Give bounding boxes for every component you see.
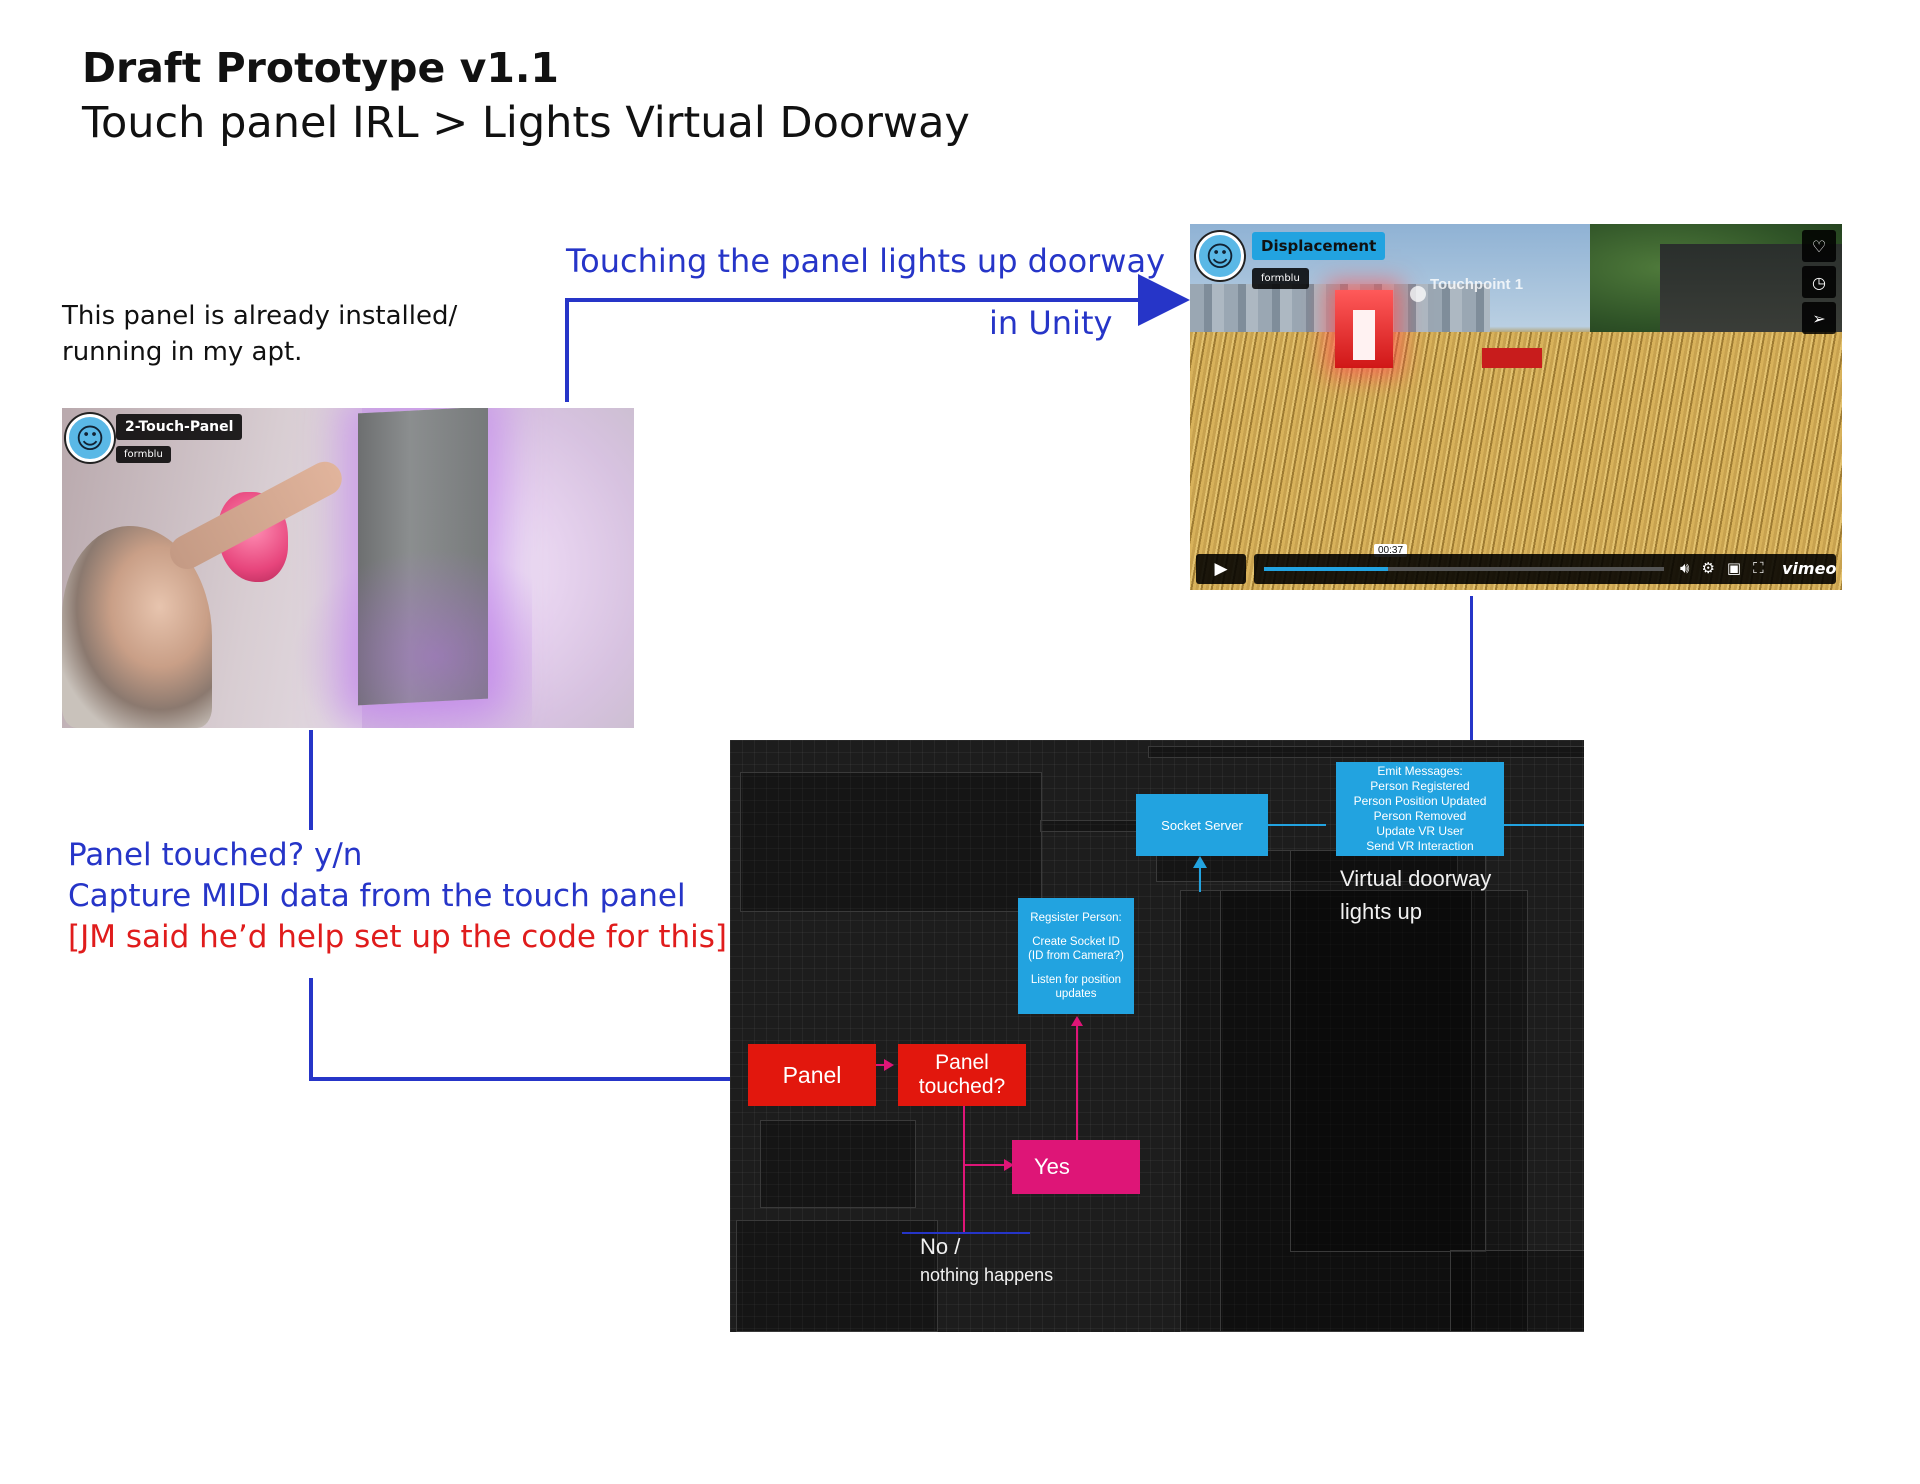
wheat-field (1190, 332, 1842, 590)
control-bar: 🔊︎ ⚙ ▣ ⛶ vimeo (1254, 554, 1836, 584)
ghost-block (740, 772, 1042, 912)
line-panel-to-touched (876, 1064, 888, 1066)
page-title: Draft Prototype v1.1 (82, 44, 559, 92)
fullscreen-icon[interactable]: ⛶ (1753, 559, 1764, 577)
line-socket-to-emit (1266, 824, 1326, 826)
ghost-block (1220, 890, 1472, 1332)
red-marker (1482, 348, 1542, 368)
pip-icon[interactable]: ▣ (1726, 559, 1742, 577)
timestamp-badge: 00:37 (1374, 544, 1408, 557)
arrowhead-right-icon (884, 1059, 894, 1071)
panel-node[interactable]: Panel (748, 1044, 876, 1106)
ghost-block (1040, 820, 1142, 832)
register-line: (ID from Camera?) (1028, 950, 1124, 962)
ghost-block (760, 1120, 916, 1208)
emit-line: Emit Messages: (1377, 764, 1463, 778)
register-line: Listen for position (1030, 974, 1122, 986)
emit-line: Person Removed (1373, 809, 1467, 823)
no-line-2: nothing happens (920, 1265, 1054, 1285)
ghost-block (1180, 890, 1528, 1332)
progress-track[interactable] (1264, 567, 1664, 571)
register-line: updates (1055, 988, 1097, 1000)
smiley-avatar-icon: ☺ (66, 414, 114, 462)
line-to-yes (963, 1164, 1007, 1166)
arrow-top-vertical (565, 298, 569, 402)
line-register-to-socket (1199, 862, 1201, 892)
emit-messages-node[interactable]: Emit Messages: Person Registered Person … (1336, 762, 1504, 856)
register-line: Regsister Person: (1030, 912, 1122, 924)
note-line-1: Panel touched? y/n (68, 837, 363, 873)
clock-icon[interactable]: ◷ (1802, 266, 1836, 298)
smiley-avatar-icon: ☺ (1196, 232, 1244, 280)
video-channel-badge[interactable]: formblu (116, 446, 171, 463)
scene-marker-dot (1410, 286, 1426, 302)
no-line-1: No / (920, 1234, 961, 1259)
arrowhead-right-icon (1138, 274, 1190, 326)
touch-caption-line-2: in Unity (989, 304, 1113, 342)
doorway-line-1: Virtual doorway (1340, 866, 1492, 891)
play-icon: ▶ (1214, 559, 1228, 579)
note-line-2: Capture MIDI data from the touch panel (68, 878, 686, 914)
connector-left-lower-horizontal (309, 1077, 733, 1081)
emit-line: Send VR Interaction (1366, 839, 1474, 853)
ghost-block (1290, 850, 1486, 1252)
socket-server-node[interactable]: Socket Server (1136, 794, 1268, 856)
emit-line: Update VR User (1376, 824, 1464, 838)
line-yes-up (1076, 1024, 1078, 1142)
arrowhead-right-icon (1004, 1159, 1014, 1171)
no-underline (902, 1232, 1030, 1234)
video-thumbnail-displacement[interactable]: Touchpoint 1 ☺ Displacement formblu ♡ ◷ … (1190, 224, 1842, 590)
arrow-top-horizontal (565, 298, 1145, 302)
video-channel-badge[interactable]: formblu (1252, 268, 1309, 289)
no-label: No / nothing happens (920, 1232, 1053, 1288)
line-touched-down (963, 1106, 965, 1234)
arrowhead-up-icon (1071, 1016, 1083, 1026)
flow-diagram: Socket Server Emit Messages: Person Regi… (730, 740, 1584, 1332)
video-thumbnail-touch-panel[interactable]: ☺ 2-Touch-Panel formblu (62, 408, 634, 728)
note-line-3: [JM said he’d help set up the code for t… (68, 919, 727, 955)
scene-label: Touchpoint 1 (1430, 276, 1524, 293)
vimeo-logo[interactable]: vimeo (1782, 559, 1837, 578)
doorway-line-2: lights up (1340, 899, 1422, 924)
touch-caption-line-1: Touching the panel lights up doorway (566, 242, 1166, 280)
line-emit-out (1500, 824, 1584, 826)
emit-line: Person Registered (1370, 779, 1470, 793)
intro-line-2: running in my apt. (62, 337, 303, 367)
left-note: Panel touched? y/n Capture MIDI data fro… (68, 835, 727, 958)
volume-icon[interactable]: 🔊︎ (1680, 559, 1690, 577)
send-icon[interactable]: ➢ (1802, 302, 1836, 334)
heart-icon[interactable]: ♡ (1802, 230, 1836, 262)
intro-line-1: This panel is already installed/ (62, 301, 458, 331)
page-subtitle: Touch panel IRL > Lights Virtual Doorway (82, 98, 970, 148)
connector-right (1470, 596, 1473, 740)
connector-left-upper (309, 730, 313, 830)
emit-line: Person Position Updated (1353, 794, 1487, 808)
play-button[interactable]: ▶ (1196, 554, 1246, 584)
video-title-badge[interactable]: Displacement (1252, 232, 1386, 260)
progress-fill (1264, 567, 1388, 571)
yes-node[interactable]: Yes (1012, 1140, 1140, 1194)
doorway-label: Virtual doorway lights up (1340, 862, 1491, 928)
register-line: Create Socket ID (1032, 936, 1120, 948)
gear-icon[interactable]: ⚙ (1701, 559, 1715, 577)
register-person-node[interactable]: Regsister Person: Create Socket ID (ID f… (1018, 898, 1134, 1014)
purple-glow (292, 548, 532, 728)
video-title-badge[interactable]: 2-Touch-Panel (116, 414, 243, 440)
panel-touched-node[interactable]: Panel touched? (898, 1044, 1026, 1106)
intro-text: This panel is already installed/ running… (62, 298, 457, 370)
ghost-block (1148, 746, 1584, 758)
ghost-block (736, 1220, 938, 1332)
virtual-doorway (1335, 290, 1393, 368)
arrowhead-up-icon (1193, 856, 1207, 868)
connector-left-lower-vertical (309, 978, 313, 1080)
ghost-block (1450, 1250, 1584, 1332)
